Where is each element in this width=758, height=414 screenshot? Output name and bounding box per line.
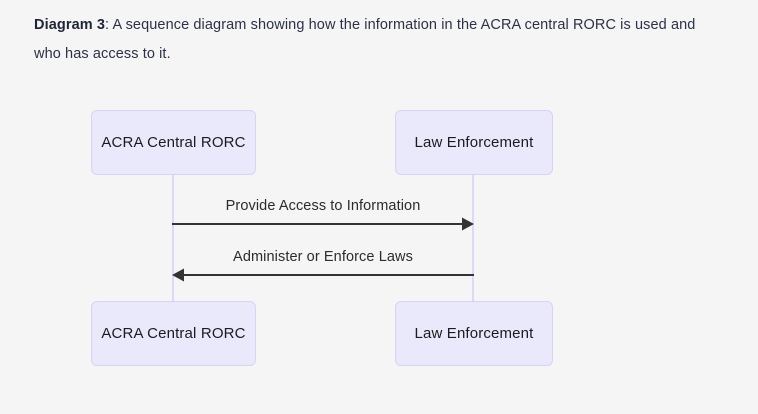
actor-box-acra-bottom[interactable]: ACRA Central RORC (91, 301, 256, 366)
actor-label: Law Enforcement (414, 134, 534, 151)
caption-rest: : A sequence diagram showing how the inf… (34, 17, 696, 62)
lifeline-acra (172, 175, 174, 301)
actor-box-law-top[interactable]: Law Enforcement (395, 110, 553, 175)
lifeline-law (472, 175, 474, 301)
message-label-provide-access: Provide Access to Information (225, 198, 421, 214)
message-label-administer-enforce: Administer or Enforce Laws (233, 249, 413, 265)
message-arrow-provide-access (172, 217, 474, 231)
actor-label: ACRA Central RORC (101, 134, 246, 151)
message-arrow-administer-enforce (172, 268, 474, 282)
actor-box-acra-top[interactable]: ACRA Central RORC (91, 110, 256, 175)
actor-label: Law Enforcement (414, 325, 534, 342)
actor-label: ACRA Central RORC (101, 325, 246, 342)
caption-lead: Diagram 3 (34, 17, 106, 33)
diagram-caption: Diagram 3: A sequence diagram showing ho… (34, 11, 724, 69)
actor-box-law-bottom[interactable]: Law Enforcement (395, 301, 553, 366)
